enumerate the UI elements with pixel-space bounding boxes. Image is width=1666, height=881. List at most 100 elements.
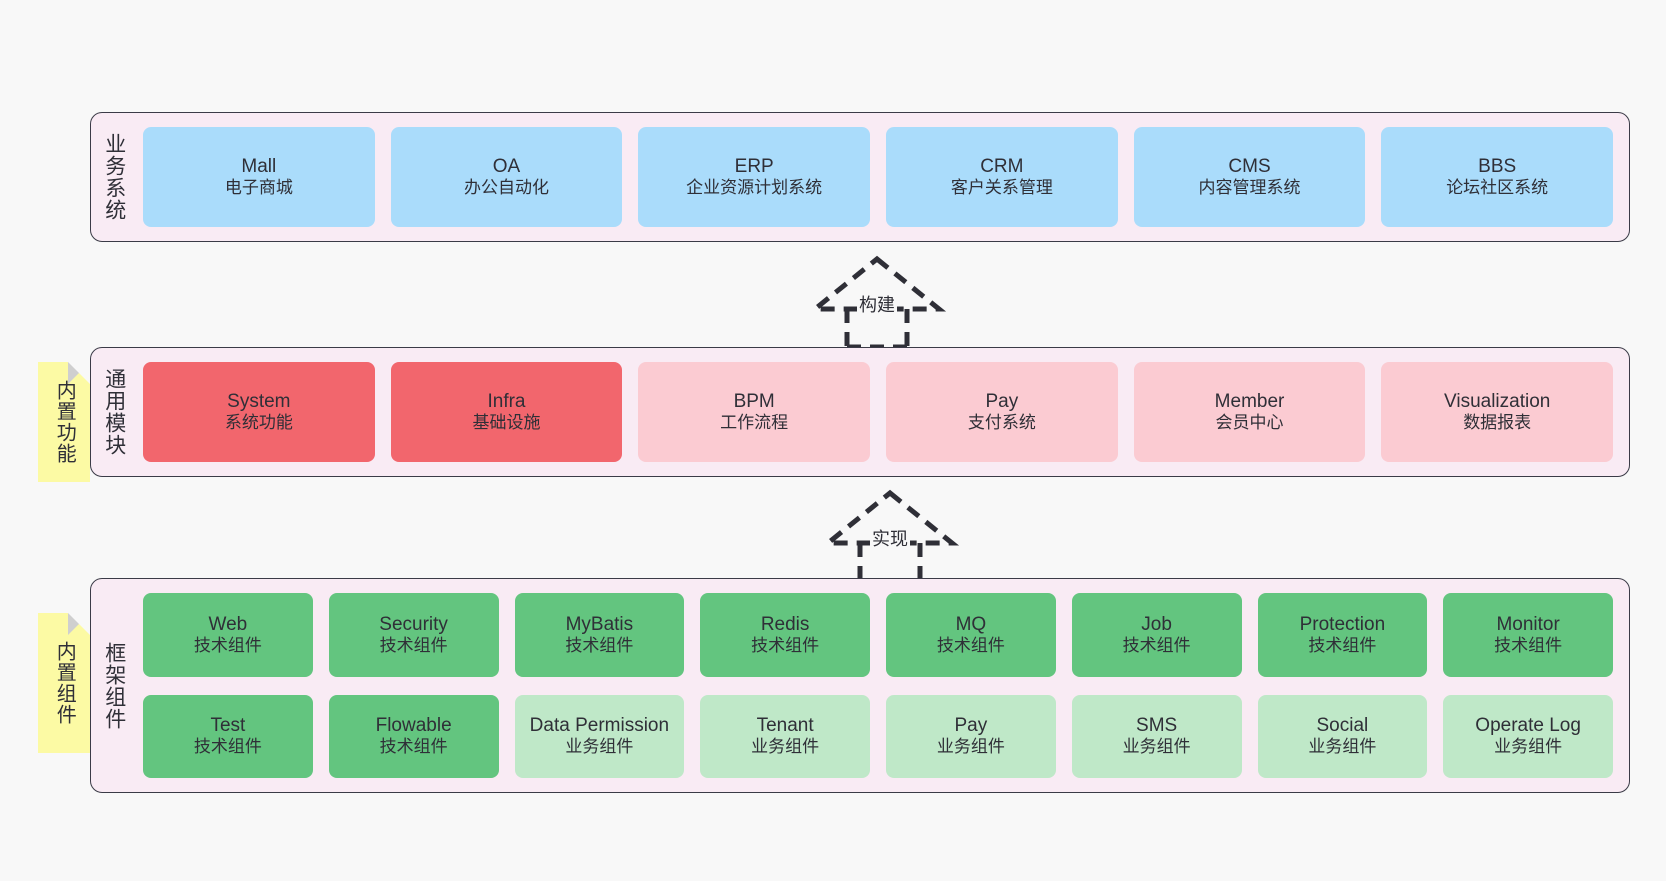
card-title-en: CRM (980, 156, 1024, 178)
card-cms[interactable]: CMS 内容管理系统 (1133, 127, 1366, 227)
card-infra[interactable]: Infra 基础设施 (390, 362, 623, 462)
card-bbs[interactable]: BBS 论坛社区系统 (1381, 127, 1614, 227)
card-row: System 系统功能 Infra 基础设施 BPM 工作流程 Pay 支付系统… (143, 362, 1614, 462)
card-mybatis[interactable]: MyBatis 技术组件 (514, 593, 685, 677)
card-title-cn: 支付系统 (967, 413, 1036, 433)
card-pay[interactable]: Pay 支付系统 (886, 362, 1118, 462)
card-member[interactable]: Member 会员中心 (1133, 362, 1366, 462)
layer-body-business-systems: Mall 电子商城 OA 办公自动化 ERP 企业资源计划系统 CRM 客户关系… (137, 113, 1629, 241)
card-title-en: Protection (1299, 613, 1386, 635)
card-title-cn: 技术组件 (193, 737, 262, 757)
sticky-note-label: 内置功能 (53, 380, 76, 464)
card-bpm[interactable]: BPM 工作流程 (638, 362, 871, 462)
card-title-cn: 技术组件 (379, 635, 448, 655)
card-title-en: Pay (985, 391, 1019, 413)
card-title-en: BBS (1478, 156, 1517, 178)
card-test[interactable]: Test 技术组件 (143, 694, 313, 778)
card-sms[interactable]: SMS 业务组件 (1071, 694, 1242, 778)
connector-build: 构建 (787, 253, 967, 349)
card-title-cn: 业务组件 (936, 737, 1005, 757)
card-tenant[interactable]: Tenant 业务组件 (700, 694, 870, 778)
card-title-en: Mall (241, 156, 277, 178)
card-title-en: OA (492, 156, 521, 178)
card-title-en: Visualization (1444, 391, 1551, 413)
card-title-cn: 数据报表 (1463, 413, 1532, 433)
card-security[interactable]: Security 技术组件 (328, 593, 499, 677)
card-title-en: CMS (1228, 156, 1271, 178)
card-title-cn: 技术组件 (565, 635, 634, 655)
card-title-en: Test (210, 715, 246, 737)
connector-implement: 实现 (800, 487, 980, 583)
card-erp[interactable]: ERP 企业资源计划系统 (638, 127, 871, 227)
card-title-cn: 技术组件 (1122, 635, 1191, 655)
card-web[interactable]: Web 技术组件 (143, 593, 313, 677)
card-title-en: Pay (954, 715, 988, 737)
connector-label-build: 构建 (857, 291, 897, 317)
card-data-permission[interactable]: Data Permission 业务组件 (514, 694, 685, 778)
layer-title-common-modules: 通用模块 (102, 368, 126, 456)
card-title-en: Social (1316, 715, 1369, 737)
layer-common-modules: 通用模块 System 系统功能 Infra 基础设施 BPM 工作流程 Pay… (90, 347, 1630, 477)
sticky-note-label: 内置组件 (53, 641, 76, 725)
card-title-cn: 技术组件 (1308, 635, 1377, 655)
connector-label-implement: 实现 (870, 525, 910, 551)
card-operate-log[interactable]: Operate Log 业务组件 (1443, 694, 1613, 778)
card-title-en: Web (208, 613, 248, 635)
card-title-cn: 论坛社区系统 (1446, 178, 1549, 198)
card-pay-component[interactable]: Pay 业务组件 (886, 694, 1056, 778)
card-title-en: Job (1141, 613, 1172, 635)
layer-body-framework-components: Web 技术组件 Security 技术组件 MyBatis 技术组件 Redi… (137, 579, 1629, 792)
card-mq[interactable]: MQ 技术组件 (886, 593, 1056, 677)
card-title-en: MyBatis (565, 613, 634, 635)
card-title-cn: 业务组件 (751, 737, 820, 757)
card-social[interactable]: Social 业务组件 (1257, 694, 1428, 778)
card-title-en: Flowable (375, 715, 452, 737)
card-system[interactable]: System 系统功能 (143, 362, 375, 462)
card-title-cn: 业务组件 (1122, 737, 1191, 757)
card-title-cn: 技术组件 (1494, 635, 1563, 655)
card-title-en: System (227, 391, 291, 413)
layer-framework-components: 框架组件 Web 技术组件 Security 技术组件 MyBatis 技术组件… (90, 578, 1630, 793)
card-visualization[interactable]: Visualization 数据报表 (1381, 362, 1614, 462)
card-title-en: Data Permission (529, 715, 670, 737)
card-title-en: Redis (760, 613, 810, 635)
card-title-en: Infra (487, 391, 526, 413)
card-redis[interactable]: Redis 技术组件 (700, 593, 870, 677)
card-title-en: Tenant (756, 715, 814, 737)
card-title-cn: 技术组件 (936, 635, 1005, 655)
card-title-en: ERP (734, 156, 774, 178)
layer-body-common-modules: System 系统功能 Infra 基础设施 BPM 工作流程 Pay 支付系统… (137, 348, 1629, 476)
card-row: Test 技术组件 Flowable 技术组件 Data Permission … (143, 694, 1613, 778)
card-title-cn: 工作流程 (720, 413, 789, 433)
card-title-en: Security (379, 613, 448, 635)
card-title-cn: 业务组件 (565, 737, 634, 757)
card-crm[interactable]: CRM 客户关系管理 (886, 127, 1118, 227)
card-row: Web 技术组件 Security 技术组件 MyBatis 技术组件 Redi… (143, 593, 1613, 677)
card-title-en: Member (1214, 391, 1285, 413)
card-title-cn: 基础设施 (472, 413, 541, 433)
card-oa[interactable]: OA 办公自动化 (390, 127, 623, 227)
card-protection[interactable]: Protection 技术组件 (1257, 593, 1428, 677)
card-title-cn: 电子商城 (224, 178, 293, 198)
layer-business-systems: 业务系统 Mall 电子商城 OA 办公自动化 ERP 企业资源计划系统 CRM… (90, 112, 1630, 242)
card-row: Mall 电子商城 OA 办公自动化 ERP 企业资源计划系统 CRM 客户关系… (143, 127, 1614, 227)
card-title-en: BPM (733, 391, 775, 413)
card-monitor[interactable]: Monitor 技术组件 (1443, 593, 1613, 677)
card-title-en: Monitor (1496, 613, 1560, 635)
card-title-en: MQ (955, 613, 987, 635)
card-title-en: Operate Log (1475, 715, 1581, 737)
card-job[interactable]: Job 技术组件 (1071, 593, 1242, 677)
card-title-cn: 企业资源计划系统 (686, 178, 823, 198)
card-title-cn: 技术组件 (379, 737, 448, 757)
card-title-en: SMS (1136, 715, 1178, 737)
card-title-cn: 业务组件 (1494, 737, 1563, 757)
card-title-cn: 客户关系管理 (950, 178, 1053, 198)
layer-title-framework-components: 框架组件 (102, 641, 126, 730)
card-title-cn: 技术组件 (193, 635, 262, 655)
card-flowable[interactable]: Flowable 技术组件 (328, 694, 499, 778)
card-title-cn: 办公自动化 (464, 178, 549, 198)
card-mall[interactable]: Mall 电子商城 (143, 127, 375, 227)
card-title-cn: 内容管理系统 (1198, 178, 1301, 198)
sticky-note-builtin-features: 内置功能 (38, 362, 90, 482)
